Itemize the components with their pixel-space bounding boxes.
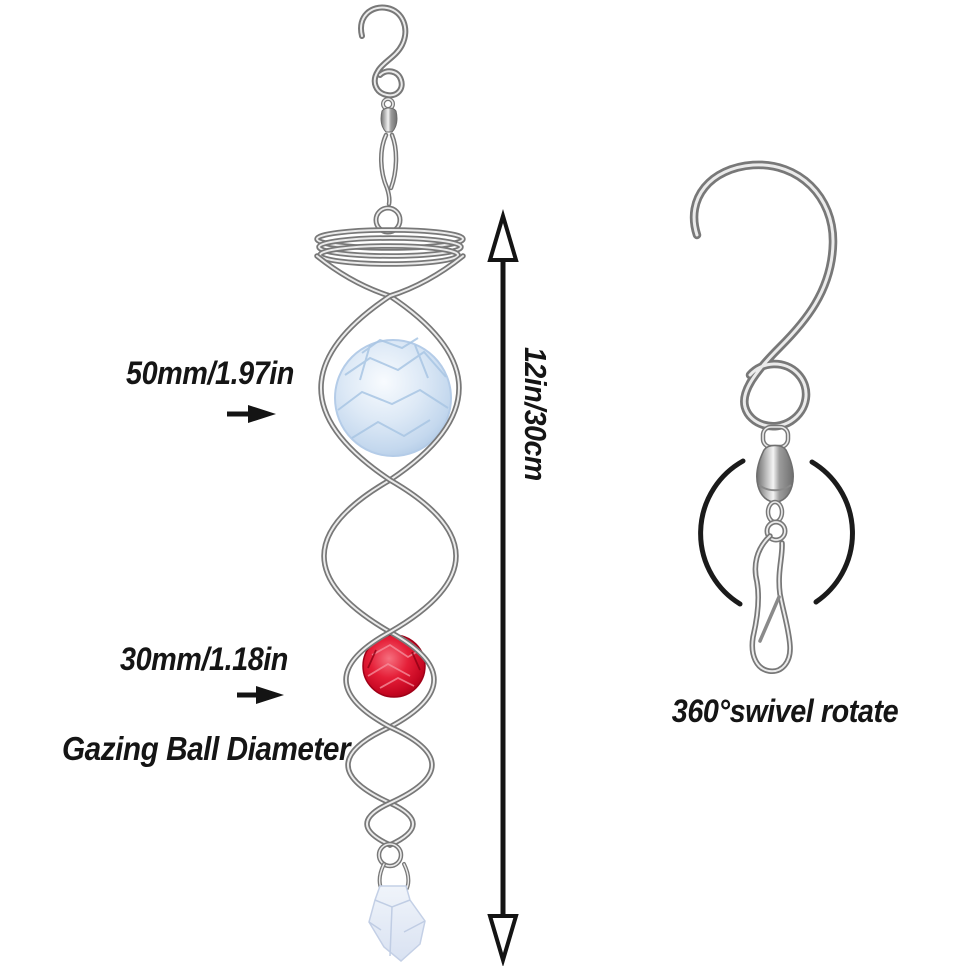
small-ball-size-label: 30mm/1.18in <box>120 641 288 677</box>
gazing-ball-large <box>334 337 452 457</box>
spinner-pendant-icon <box>368 841 426 962</box>
spinner-coil-icon <box>314 227 466 267</box>
swivel-rotate-label: 360°swivel rotate <box>671 693 899 729</box>
s-hook-swivel-clip-icon <box>694 165 855 671</box>
height-dimension-label: 12in/30cm <box>518 347 553 481</box>
large-ball-size-label: 50mm/1.97in <box>126 355 294 391</box>
spiral-tail-spinner-icon <box>314 8 466 962</box>
snap-clip-icon <box>752 519 790 671</box>
s-hook-icon <box>694 165 833 426</box>
gazing-ball-caption: Gazing Ball Diameter <box>62 730 351 767</box>
circular-rotation-arc-icon <box>698 458 855 607</box>
pointer-arrow-large-icon <box>227 405 276 423</box>
height-arrow-icon <box>487 208 519 966</box>
pointer-arrow-small-icon <box>237 686 284 704</box>
swivel-connector-icon <box>756 424 794 525</box>
gazing-ball-small <box>362 634 426 698</box>
spinner-top-hook-icon <box>361 8 405 235</box>
